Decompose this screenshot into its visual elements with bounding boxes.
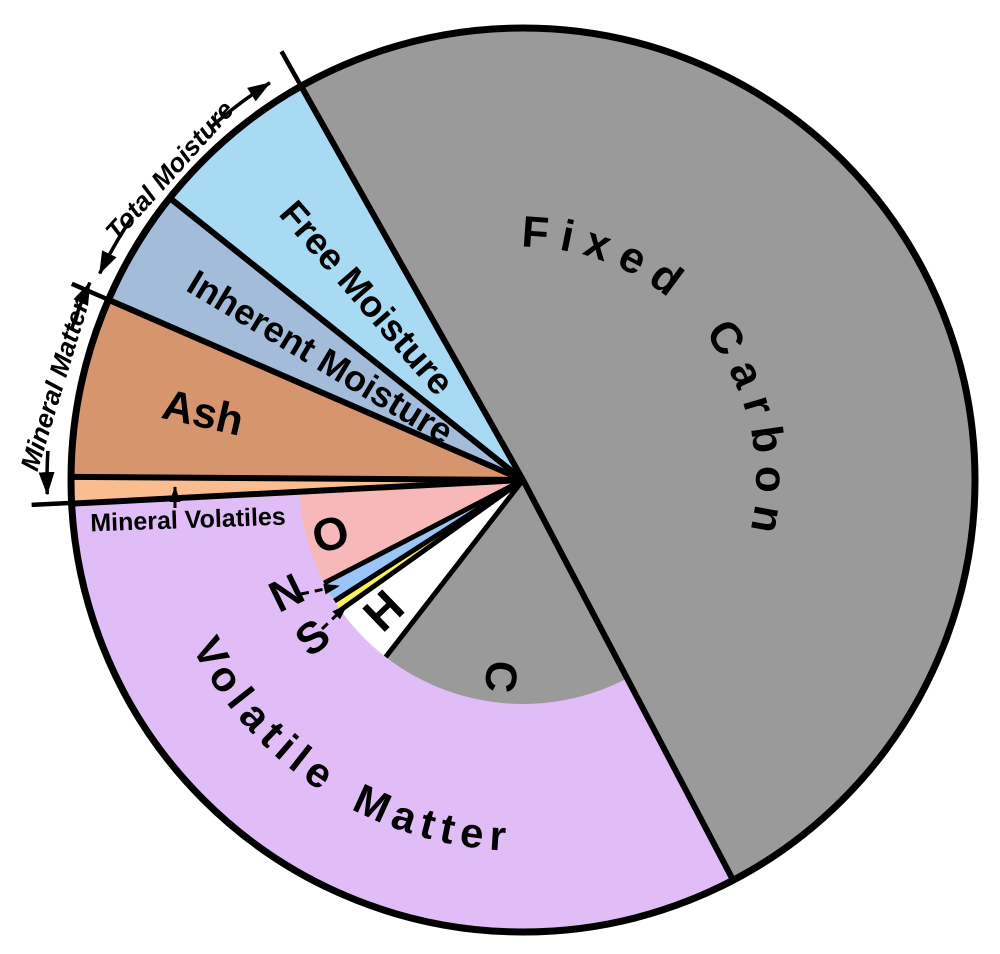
slice-fixed-carbon [301,28,975,881]
label-carbon-inner: C [475,658,527,695]
inner-slice-h [340,480,523,657]
bracket-arrow-mineral-matter-1 [38,450,55,496]
bracket-tick-2 [31,500,70,508]
bracket-arrow-mineral-matter-0 [69,281,92,330]
inner-slice-c [385,480,628,704]
callout-arrow-n [300,583,340,596]
label-mineral-volatiles: Mineral Volatiles [90,503,286,538]
pie-rim [67,24,979,936]
slice-ash [71,299,523,480]
bracket-arrow-total-moisture-0 [209,81,271,129]
inner-boundary-n [322,477,525,586]
bracket-tick-0 [279,50,303,86]
slice-inherent-moisture [108,198,524,480]
boundary-ash [107,297,525,483]
inner-slice-o [299,480,523,584]
inner-boundary-h [339,477,525,613]
inner-boundary-o [299,477,524,495]
slice-free-moisture [169,86,523,481]
boundary-mineral-volatiles [70,473,524,483]
boundary-inherent-moisture [167,195,525,483]
inner-boundary-c [383,478,525,659]
boundary-fixed-carbon [520,478,736,882]
boundary-free-moisture [298,84,526,482]
callout-arrow-s [320,603,349,631]
bracket-arrow-total-moisture-1 [98,215,134,275]
